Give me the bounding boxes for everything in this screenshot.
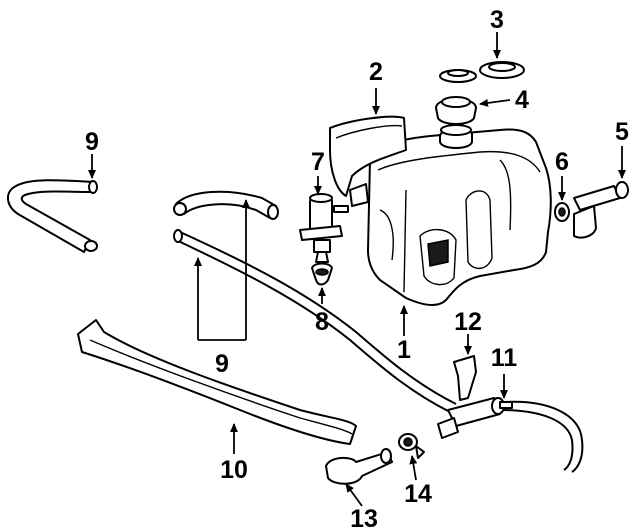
long-hose: [173, 229, 584, 473]
hose-end: [88, 180, 98, 194]
callout-12: 12: [454, 308, 482, 336]
nozzle-bracket: [453, 355, 477, 401]
washer-reservoir: [349, 124, 552, 306]
callout-1: 1: [397, 336, 411, 364]
callout-4: 4: [515, 86, 529, 114]
callout-7: 7: [311, 148, 325, 176]
callout-2: 2: [369, 58, 383, 86]
cowl-trim-strip: [77, 319, 357, 445]
callout-6: 6: [555, 148, 569, 176]
callout-13: 13: [350, 505, 378, 532]
callout-5: 5: [615, 118, 629, 146]
nozzle-clip: [398, 433, 425, 459]
callout-3: 3: [490, 6, 504, 34]
level-sensor: [554, 181, 629, 239]
pump-grommet: [311, 262, 333, 286]
leader-lines: [88, 32, 626, 507]
callout-11: 11: [491, 344, 518, 372]
headlamp-nozzle: [325, 448, 393, 485]
hose-9-left: [7, 179, 98, 253]
washer-pump: [299, 193, 349, 263]
callout-10: 10: [220, 456, 248, 484]
callout-9-left: 9: [85, 128, 99, 156]
heat-shield: [329, 115, 407, 197]
callout-labels: 1 2 3 4 5 6 7 8 9 9 10 11 12 13 14: [85, 6, 629, 532]
washer-nozzle: [437, 397, 513, 439]
callout-9-center: 9: [215, 350, 229, 378]
hose-9-center: [173, 190, 279, 220]
callout-8: 8: [315, 308, 329, 336]
hose-end: [84, 240, 98, 252]
filler-cap: [435, 61, 525, 125]
callout-14: 14: [404, 480, 432, 508]
